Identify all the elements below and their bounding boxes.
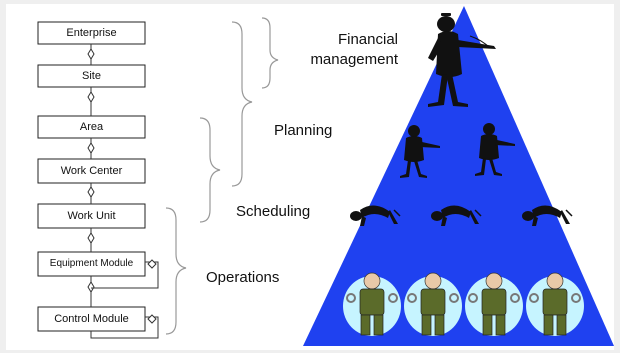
level-label-financial-line2: management bbox=[310, 51, 398, 68]
connector-diamond bbox=[147, 314, 157, 324]
level-label-scheduling: Scheduling bbox=[236, 203, 311, 220]
brace-planning bbox=[199, 117, 221, 223]
connector-diamond bbox=[147, 259, 157, 269]
hierarchy-pyramid bbox=[303, 6, 614, 346]
brace-group bbox=[165, 17, 279, 335]
scheduler-figure-icon bbox=[431, 205, 482, 226]
connector-diamond bbox=[87, 48, 95, 60]
box-label-equipment-module: Equipment Module bbox=[49, 258, 134, 269]
box-label-work-unit: Work Unit bbox=[67, 210, 116, 222]
connector-diamond bbox=[87, 232, 95, 244]
box-label-enterprise: Enterprise bbox=[66, 27, 117, 39]
chain-connectors bbox=[87, 44, 159, 339]
brace-operations bbox=[165, 207, 187, 335]
scheduler-figure-icon bbox=[522, 205, 573, 226]
box-equipment-module bbox=[37, 251, 146, 277]
level-label-financial: Financial management bbox=[286, 30, 398, 70]
connector-diamond bbox=[87, 91, 95, 103]
connector-diamond bbox=[87, 186, 95, 198]
level-label-financial-line1: Financial bbox=[337, 31, 398, 48]
box-label-control-module: Control Module bbox=[54, 313, 129, 325]
connector-diamond bbox=[87, 142, 95, 154]
brace-financial bbox=[261, 17, 279, 89]
box-label-work-center: Work Center bbox=[60, 165, 123, 177]
worker-figure-icon bbox=[465, 272, 523, 336]
planner-figure-icon bbox=[400, 125, 440, 178]
box-label-site: Site bbox=[82, 70, 101, 82]
brace-enterprise-span bbox=[231, 21, 253, 187]
worker-figure-icon bbox=[343, 272, 401, 336]
worker-figure-icon bbox=[526, 272, 584, 336]
planner-figure-icon bbox=[475, 123, 515, 176]
box-work-center bbox=[37, 158, 146, 184]
manager-figure-icon bbox=[428, 13, 496, 107]
level-label-operations: Operations bbox=[206, 269, 280, 286]
box-label-area: Area bbox=[79, 121, 104, 133]
level-label-planning: Planning bbox=[274, 122, 333, 139]
scheduler-figure-icon bbox=[350, 205, 401, 226]
worker-figure-icon bbox=[404, 272, 462, 336]
